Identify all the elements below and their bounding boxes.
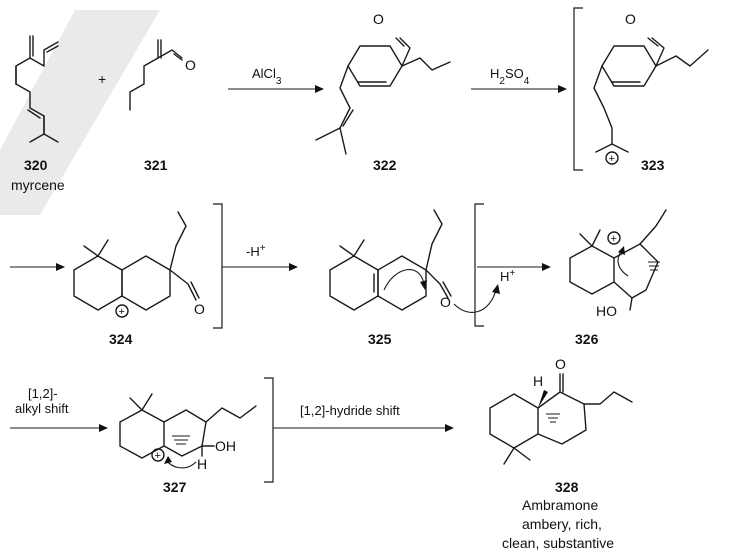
arrow-row2-start-head <box>56 263 65 271</box>
compound-320-name: myrcene <box>11 177 65 193</box>
compound-328-name: Ambramone <box>522 497 598 513</box>
compound-324-oxygen: O <box>194 301 205 317</box>
curly-arrow-325-head <box>420 280 427 290</box>
compound-323-number: 323 <box>641 157 665 173</box>
compound-326-structure <box>569 209 667 311</box>
reagent-h-plus: H+ <box>500 268 515 285</box>
arrow-h2so4-head <box>558 85 567 93</box>
compound-328-oxygen: O <box>555 356 566 372</box>
curly-arrow-326-head <box>618 246 625 255</box>
compound-320-number: 320 <box>24 157 48 173</box>
reagent-hydride-shift: [1,2]-hydride shift <box>300 403 400 418</box>
compound-328-descriptor-2: clean, substantive <box>502 535 614 551</box>
curly-arrow-325 <box>383 269 425 291</box>
curly-arrow-325-o <box>453 289 497 313</box>
cation-327 <box>151 448 165 462</box>
compound-324-number: 324 <box>109 331 133 347</box>
compound-327-number: 327 <box>163 479 187 495</box>
compound-328-number: 328 <box>555 479 579 495</box>
arrow-alkyl-shift-head <box>99 424 108 432</box>
compound-321-number: 321 <box>144 157 168 173</box>
compound-322-structure <box>315 37 451 155</box>
plus-sign: + <box>98 71 106 87</box>
compound-328-descriptor-1: ambery, rich, <box>522 516 602 532</box>
compound-322-number: 322 <box>373 157 397 173</box>
compound-325-structure <box>329 209 452 311</box>
bracket-327-right <box>264 377 274 483</box>
reagent-alcl3: AlCl3 <box>252 66 282 87</box>
compound-325-oxygen: O <box>440 294 451 310</box>
arrow-alcl3-head <box>315 85 324 93</box>
cation-326 <box>607 231 621 245</box>
compound-327-oh: OH <box>215 438 236 454</box>
compound-322-oxygen: O <box>373 11 384 27</box>
bracket-326-left <box>474 203 484 327</box>
bracket-324-right <box>213 203 223 329</box>
cation-327-sign: + <box>155 450 161 462</box>
arrow-hydride-shift-head <box>445 424 454 432</box>
reagent-alkyl-shift-2: alkyl shift <box>15 401 69 416</box>
compound-328-h: H <box>533 373 543 389</box>
compound-325-number: 325 <box>368 331 392 347</box>
compound-324-structure <box>73 211 200 311</box>
bracket-323-left <box>573 7 583 171</box>
cation-326-sign: + <box>611 233 617 245</box>
cation-324-sign: + <box>119 306 125 318</box>
compound-321-structure <box>129 39 183 111</box>
watermark-shape <box>0 10 160 215</box>
curly-arrow-325-o-head <box>492 284 500 294</box>
arrow-h-plus-head <box>542 263 551 271</box>
reagent-h2so4: H2SO4 <box>490 66 530 87</box>
compound-323-oxygen: O <box>625 11 636 27</box>
compound-328-structure <box>489 373 633 465</box>
reagent-minus-h: -H+ <box>246 243 266 260</box>
compound-320-structure <box>15 35 59 143</box>
cation-323 <box>605 151 619 165</box>
cation-324 <box>115 304 129 318</box>
cation-323-sign: + <box>609 153 615 165</box>
compound-327-h: H <box>197 456 207 472</box>
arrow-minus-h-head <box>289 263 298 271</box>
compound-326-number: 326 <box>575 331 599 347</box>
compound-326-ho: HO <box>596 303 617 319</box>
compound-321-oxygen: O <box>185 57 196 73</box>
compound-323-structure <box>593 37 709 153</box>
curly-arrow-327-head <box>164 456 172 464</box>
reagent-alkyl-shift-1: [1,2]- <box>28 386 58 401</box>
compound-327-structure <box>119 393 257 459</box>
